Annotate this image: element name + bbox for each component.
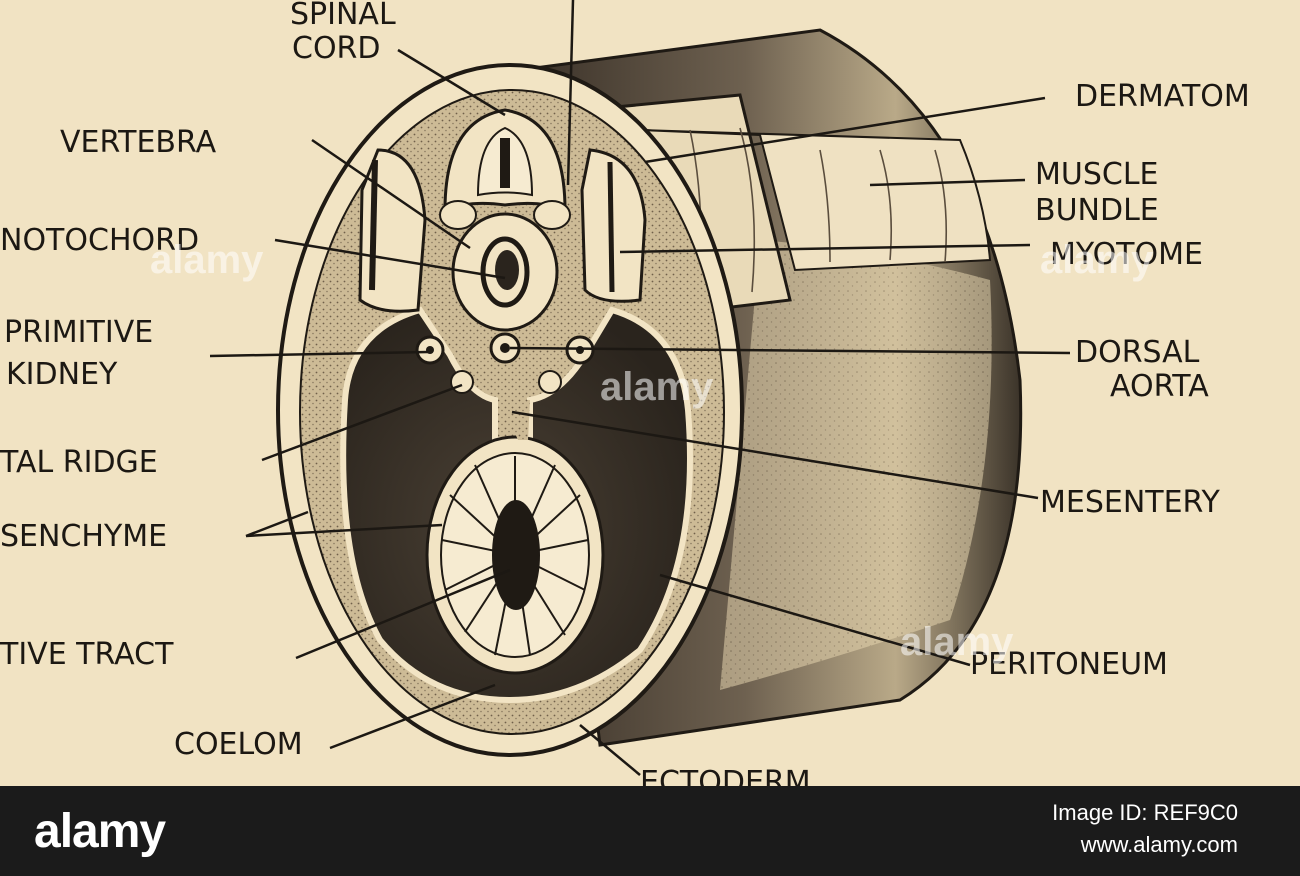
stock-photo-footer: alamy Image ID: REF9C0 www.alamy.com [0,786,1300,876]
label-muscle-bundle-line1: MUSCLE [1035,160,1159,190]
label-primitive-kidney-line1: PRIMITIVE [4,318,153,348]
watermark: alamy [600,365,713,410]
image-id: Image ID: REF9C0 [1052,800,1238,826]
label-ectoderm: ECTODERM [640,768,811,786]
label-digestive-tract: TIVE TRACT [0,640,173,670]
label-dermatome: DERMATOM [1075,82,1250,112]
label-mesentery: MESENTERY [1040,488,1220,518]
label-muscle-bundle-line2: BUNDLE [1035,196,1159,226]
alamy-logo: alamy [34,804,165,859]
label-dorsal-aorta-line1: DORSAL [1075,338,1199,368]
label-coelom: COELOM [174,730,303,760]
label-dorsal-aorta-line2: AORTA [1110,372,1209,402]
diagram-canvas: SPINAL CORD VERTEBRA NOTOCHORD PRIMITIVE… [0,0,1300,786]
label-primitive-kidney-line2: KIDNEY [6,360,117,390]
site-url: www.alamy.com [1081,832,1238,858]
label-genital-ridge: TAL RIDGE [0,448,158,478]
genital-ridge-left [451,371,473,393]
watermark: alamy [150,238,263,283]
notochord [495,250,519,290]
label-vertebra: VERTEBRA [60,128,216,158]
label-mesenchyme: SENCHYME [0,522,167,552]
genital-ridge-right [539,371,561,393]
watermark: alamy [1040,238,1153,283]
watermark: alamy [900,620,1013,665]
label-spinal-cord-line1: SPINAL [290,0,396,30]
label-spinal-cord-line2: CORD [292,34,381,64]
